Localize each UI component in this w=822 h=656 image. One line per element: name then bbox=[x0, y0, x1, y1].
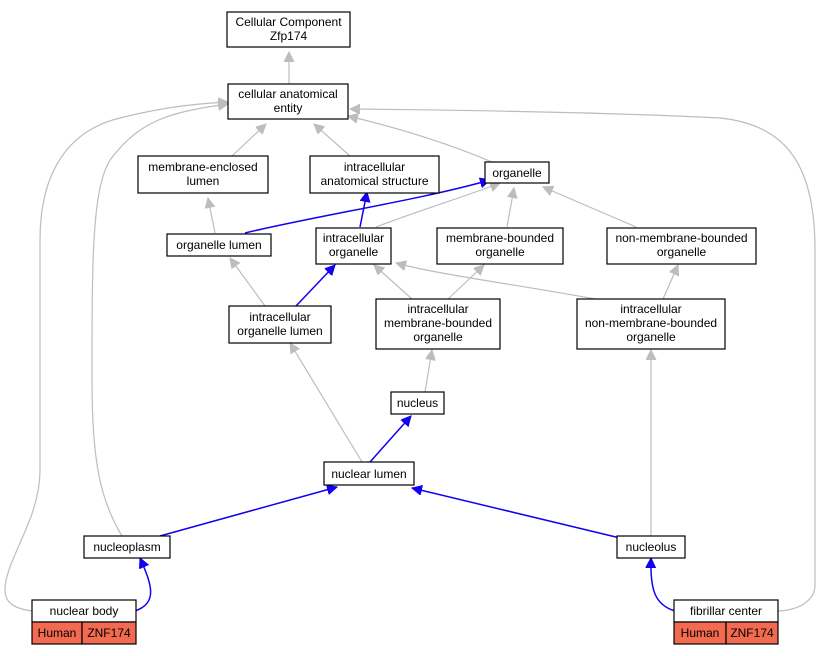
node-label-line: lumen bbox=[187, 174, 220, 188]
edge-np-to-cae bbox=[91, 104, 228, 537]
node-label-line: nuclear body bbox=[50, 604, 119, 618]
edge-inmbo-to-io bbox=[396, 263, 596, 300]
annotation-row: Human ZNF174 bbox=[673, 621, 779, 645]
edge-nucleus-to-imbo bbox=[424, 350, 432, 393]
node-intracellular-organelle-lumen[interactable]: intracellular organelle lumen bbox=[228, 305, 332, 344]
node-non-membrane-bounded-organelle[interactable]: non-membrane-bounded organelle bbox=[606, 227, 757, 265]
annotation-gene-cell bbox=[725, 621, 779, 645]
edge-fc-to-cae bbox=[350, 109, 816, 612]
node-label-line: organelle bbox=[475, 245, 525, 259]
annotation-row: Human ZNF174 bbox=[31, 621, 137, 645]
edge-imbo-to-io bbox=[374, 265, 413, 300]
node-label-line: organelle bbox=[626, 330, 676, 344]
edge-iol-to-io bbox=[295, 265, 335, 307]
edge-nucleolus-to-nl bbox=[412, 488, 621, 539]
node-intracellular-anatomical-structure[interactable]: intracellular anatomical structure bbox=[309, 155, 440, 194]
edge-organelle-to-cae bbox=[348, 116, 493, 163]
node-cellular-component[interactable]: Cellular Component Zfp174 bbox=[226, 11, 351, 48]
node-intracellular-non-membrane-bounded-organelle[interactable]: intracellular non-membrane-bounded organ… bbox=[576, 298, 726, 350]
node-label-line: organelle bbox=[657, 245, 707, 259]
node-label-line: organelle lumen bbox=[237, 324, 322, 338]
edge-mel-to-cae bbox=[231, 124, 266, 157]
annotation-species: Human bbox=[681, 626, 720, 640]
node-intracellular-organelle[interactable]: intracellular organelle bbox=[315, 227, 392, 265]
edge-nmbo-to-organelle bbox=[543, 187, 637, 228]
edge-io-to-organelle bbox=[375, 183, 500, 228]
node-label-line: entity bbox=[274, 101, 303, 115]
annotation-gene-cell bbox=[81, 621, 137, 645]
node-label-line: cellular anatomical bbox=[238, 87, 337, 101]
node-label-line: Zfp174 bbox=[270, 29, 308, 43]
edge-ias-to-cae bbox=[314, 124, 351, 157]
annotation-gene: ZNF174 bbox=[87, 626, 131, 640]
edge-nb-to-cae bbox=[4, 102, 228, 612]
node-label-line: Cellular Component bbox=[235, 15, 342, 29]
edge-iol-to-ol bbox=[230, 258, 266, 307]
node-label-line: fibrillar center bbox=[690, 604, 762, 618]
node-label-line: nucleoplasm bbox=[93, 540, 160, 554]
node-label-line: organelle bbox=[413, 330, 463, 344]
node-label-line: anatomical structure bbox=[320, 174, 428, 188]
node-label-line: non-membrane-bounded bbox=[585, 316, 717, 330]
node-label-line: nucleus bbox=[397, 396, 438, 410]
node-nuclear-body[interactable]: nuclear body Human ZNF174 bbox=[31, 599, 137, 645]
node-membrane-bounded-organelle[interactable]: membrane-bounded organelle bbox=[436, 227, 564, 265]
node-label-line: nuclear lumen bbox=[331, 467, 406, 481]
annotation-species: Human bbox=[38, 626, 77, 640]
node-label-line: organelle bbox=[492, 166, 542, 180]
node-label-line: organelle bbox=[329, 245, 379, 259]
edge-nl-to-nucleus bbox=[369, 416, 411, 463]
node-fibrillar-center[interactable]: fibrillar center Human ZNF174 bbox=[673, 599, 779, 645]
node-organelle[interactable]: organelle bbox=[484, 161, 550, 184]
annotation-gene: ZNF174 bbox=[730, 626, 774, 640]
edge-mbo-to-organelle bbox=[506, 188, 514, 228]
edge-ol-to-mel bbox=[208, 198, 215, 234]
edge-fc-to-nucleolus bbox=[651, 558, 676, 612]
node-cellular-anatomical-entity[interactable]: cellular anatomical entity bbox=[227, 83, 349, 120]
node-nuclear-lumen[interactable]: nuclear lumen bbox=[323, 461, 415, 486]
node-label-line: intracellular bbox=[407, 302, 468, 316]
edge-ol-to-organelle bbox=[244, 180, 490, 234]
edge-io-to-ias bbox=[359, 192, 367, 228]
edge-inmbo-to-nmbo bbox=[662, 265, 678, 300]
node-label-line: membrane-enclosed bbox=[148, 160, 257, 174]
node-label-line: intracellular bbox=[620, 302, 681, 316]
node-label-line: membrane-bounded bbox=[384, 316, 492, 330]
edge-np-to-nl bbox=[159, 487, 337, 537]
node-label-line: membrane-bounded bbox=[446, 231, 554, 245]
node-label-line: intracellular bbox=[249, 310, 310, 324]
edge-nl-to-iol bbox=[290, 343, 363, 463]
node-nucleus[interactable]: nucleus bbox=[390, 391, 445, 415]
node-membrane-enclosed-lumen[interactable]: membrane-enclosed lumen bbox=[137, 155, 269, 194]
node-label-line: non-membrane-bounded bbox=[615, 231, 747, 245]
edge-imbo-to-mbo bbox=[447, 265, 484, 300]
node-organelle-lumen[interactable]: organelle lumen bbox=[166, 233, 272, 257]
edge-nb-to-np bbox=[134, 558, 152, 612]
node-label-line: organelle lumen bbox=[176, 238, 261, 252]
node-intracellular-membrane-bounded-organelle[interactable]: intracellular membrane-bounded organelle bbox=[375, 298, 501, 350]
node-nucleoplasm[interactable]: nucleoplasm bbox=[83, 535, 171, 559]
node-label-line: intracellular bbox=[323, 231, 384, 245]
edges bbox=[4, 52, 816, 612]
node-nucleolus[interactable]: nucleolus bbox=[616, 535, 686, 559]
node-label-line: intracellular bbox=[344, 160, 405, 174]
node-label-line: nucleolus bbox=[626, 540, 677, 554]
